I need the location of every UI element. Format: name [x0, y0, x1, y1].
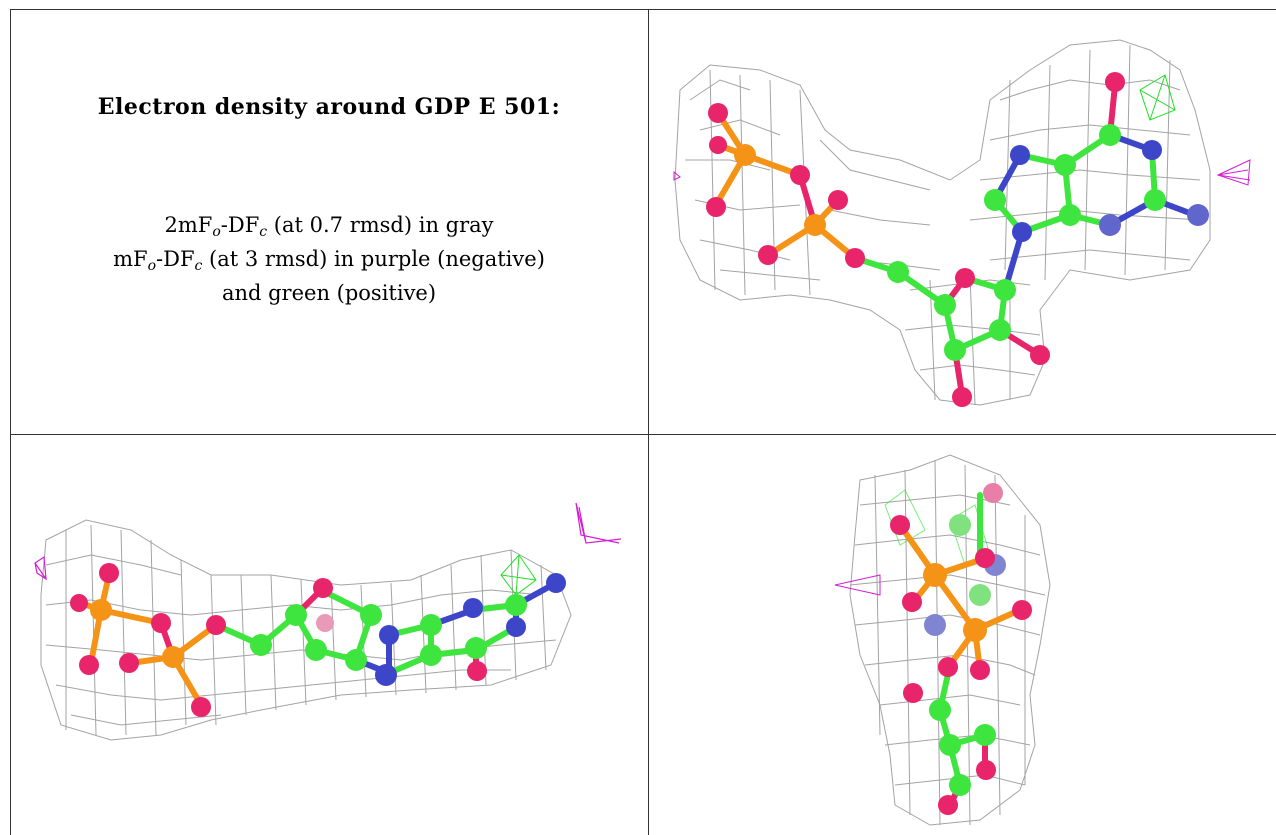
atom-o: [970, 660, 990, 680]
atom-o: [1030, 345, 1050, 365]
atom-c: [285, 604, 307, 626]
mesh-2mfo-gray: [40, 519, 572, 741]
atom-p-beta: [804, 214, 826, 236]
atom-p-alpha: [90, 599, 112, 621]
atom-c: [949, 774, 971, 796]
atom-n: [1142, 140, 1162, 160]
atom-o: [708, 103, 728, 123]
table-top-border: [10, 9, 1276, 10]
atom-o: [902, 592, 922, 612]
atom-c: [984, 189, 1006, 211]
atom-n: [1099, 214, 1121, 236]
atom-c: [974, 724, 996, 746]
desc-line-mfo: mFo-DFc (at 3 rmsd) in purple (negative): [113, 247, 545, 274]
atom-c: [939, 734, 961, 756]
atom-o: [70, 594, 88, 612]
atom-n: [506, 617, 526, 637]
atom-c: [994, 279, 1016, 301]
gdp-atoms: [70, 563, 566, 717]
atom-p-alpha: [734, 144, 756, 166]
density-panel-bottom-right: [834, 454, 1051, 826]
atom-c: [420, 644, 442, 666]
figure-title: Electron density around GDP E 501:: [97, 94, 561, 120]
atom-n: [1012, 222, 1032, 242]
mesh-2mfo-gray: [674, 39, 1211, 406]
atom-n: [463, 598, 483, 618]
atom-o: [1012, 600, 1032, 620]
atom-o: [828, 190, 848, 210]
mesh-positive-green: [500, 554, 537, 596]
atom-c: [305, 639, 327, 661]
table-left-border: [10, 9, 11, 835]
atom-o: [890, 515, 910, 535]
atom-o: [938, 657, 958, 677]
caption-cell: Electron density around GDP E 501: 2mFo-…: [10, 10, 648, 434]
atom-o: [952, 387, 972, 407]
atom-o: [976, 760, 996, 780]
atom-o: [790, 165, 810, 185]
gdp-bonds: [897, 492, 1023, 808]
atom-c-faded: [949, 514, 971, 536]
mesh-2mfo-gray: [849, 454, 1051, 826]
atom-o: [467, 661, 487, 681]
mesh-positive-green: [1139, 74, 1176, 121]
atom-c: [887, 261, 909, 283]
mesh-negative-purple: [834, 574, 881, 596]
desc-line-2mfo: 2mFo-DFc (at 0.7 rmsd) in gray: [164, 213, 494, 240]
atom-o: [206, 615, 226, 635]
atom-o: [975, 548, 995, 568]
atom-c: [1099, 124, 1121, 146]
atom-c: [345, 649, 367, 671]
atom-p-alpha: [923, 563, 947, 587]
mesh-negative-purple: [34, 502, 622, 581]
atom-c: [989, 319, 1011, 341]
atom-o: [99, 563, 119, 583]
density-panel-top-right: [673, 39, 1251, 407]
table-middle-border: [10, 434, 1276, 435]
atom-p-beta: [162, 646, 184, 668]
atom-n: [1010, 145, 1030, 165]
atom-o: [758, 245, 778, 265]
atom-n: [379, 625, 399, 645]
atom-c: [360, 604, 382, 626]
atom-p-beta: [963, 618, 987, 642]
figure-description: 2mFo-DFc (at 0.7 rmsd) in gray mFo-DFc (…: [10, 208, 648, 310]
atom-o: [191, 697, 211, 717]
gdp-atoms: [890, 483, 1032, 815]
atom-o: [938, 795, 958, 815]
atom-o: [706, 197, 726, 217]
mesh-negative-purple: [673, 159, 1251, 186]
atom-o: [79, 655, 99, 675]
atom-c: [250, 634, 272, 656]
atom-o: [845, 248, 865, 268]
atom-c: [944, 339, 966, 361]
atom-n-faded: [924, 614, 946, 636]
gdp-atoms: [706, 72, 1209, 407]
atom-n: [375, 664, 397, 686]
atom-o: [151, 613, 171, 633]
atom-c-faded: [969, 584, 991, 606]
atom-o: [1105, 72, 1125, 92]
atom-o: [119, 653, 139, 673]
atom-n: [1187, 204, 1209, 226]
density-panel-bottom-left: [34, 502, 622, 741]
atom-c: [420, 614, 442, 636]
atom-o-faded: [983, 483, 1003, 503]
atom-c: [929, 699, 951, 721]
atom-c: [1054, 154, 1076, 176]
atom-c: [1059, 204, 1081, 226]
atom-c: [465, 637, 487, 659]
desc-line-green: and green (positive): [221, 281, 437, 305]
atom-c: [505, 594, 527, 616]
atom-n: [546, 573, 566, 593]
atom-o: [903, 683, 923, 703]
atom-c: [1144, 189, 1166, 211]
atom-o: [955, 268, 975, 288]
atom-o-faded: [316, 614, 334, 632]
atom-o: [709, 136, 727, 154]
table-center-divider: [648, 9, 649, 835]
atom-o: [313, 578, 333, 598]
atom-c: [934, 294, 956, 316]
